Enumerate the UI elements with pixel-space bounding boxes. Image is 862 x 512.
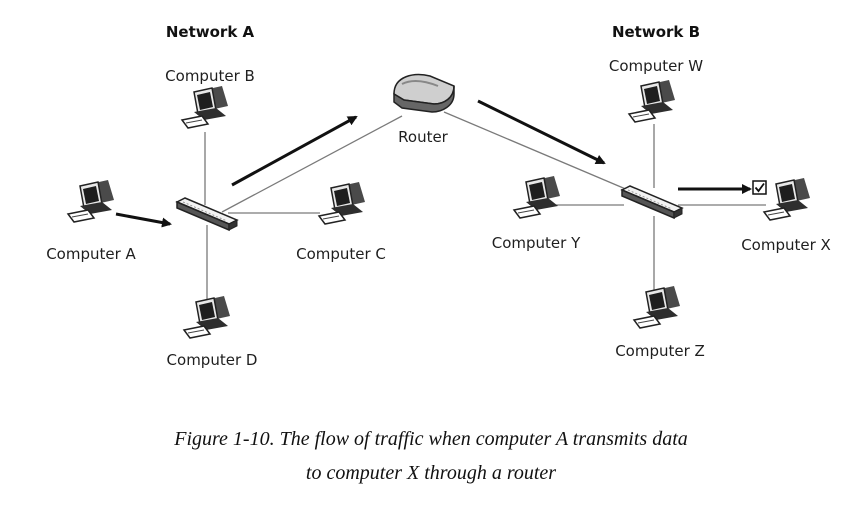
arrow-icon — [477, 99, 606, 165]
link-switch-a-router — [221, 115, 403, 213]
figure-caption-line-1: Figure 1-10. The flow of traffic when co… — [174, 428, 688, 450]
traffic-arrows — [115, 99, 752, 228]
network-a-title: Network A — [166, 23, 255, 41]
computer-icon — [763, 177, 811, 221]
computer-icon — [183, 295, 231, 339]
computer-icon — [513, 175, 561, 219]
computer-x-label: Computer X — [741, 236, 831, 254]
connection-lines — [204, 111, 766, 300]
computer-icon — [67, 179, 115, 223]
computer-icon — [628, 79, 676, 123]
switch-icon — [621, 185, 683, 219]
computer-icon — [318, 181, 366, 225]
checkbox-icon — [752, 180, 767, 195]
computer-a-label: Computer A — [46, 245, 136, 263]
computer-b-label: Computer B — [165, 67, 255, 85]
computer-z-label: Computer Z — [615, 342, 705, 360]
computer-icon — [633, 285, 681, 329]
computer-d-label: Computer D — [167, 351, 258, 369]
arrow-icon — [231, 115, 358, 187]
computer-c-label: Computer C — [296, 245, 386, 263]
link-router-switch-b — [443, 111, 629, 191]
router-icon — [393, 73, 455, 113]
network-b-title: Network B — [612, 23, 700, 41]
computer-icon — [181, 85, 229, 129]
figure-caption-line-2: to computer X through a router — [305, 462, 557, 484]
computer-y-label: Computer Y — [492, 234, 581, 252]
arrow-icon — [115, 212, 172, 228]
router-label: Router — [398, 128, 449, 146]
computer-w-label: Computer W — [609, 57, 703, 75]
